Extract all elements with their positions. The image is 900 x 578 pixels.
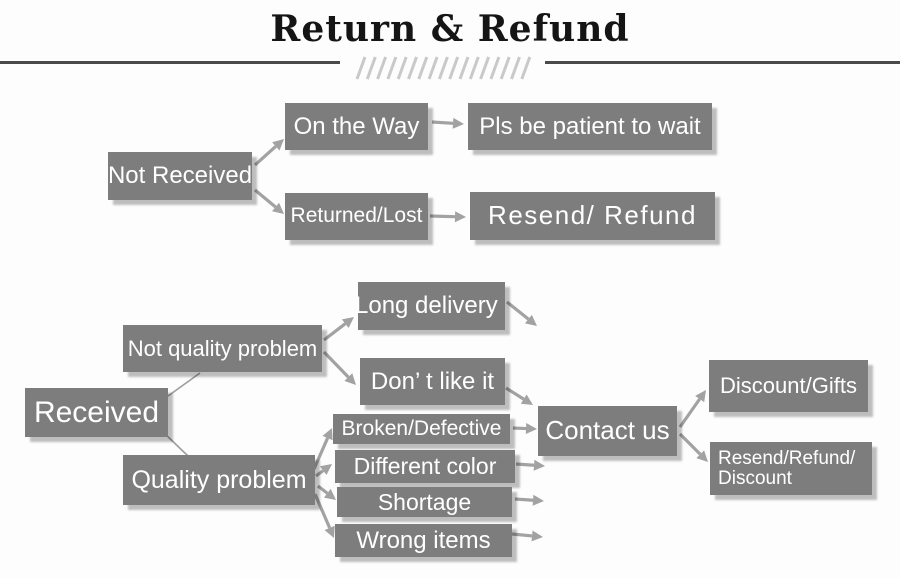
edge-quality_problem-wrong_items <box>313 493 332 529</box>
node-resend-refund: Resend/ Refund <box>470 192 715 240</box>
edge-quality_problem-shortage-head <box>323 488 336 500</box>
edge-on_the_way-pls_be_patient-head <box>452 117 464 129</box>
title-rule-right <box>545 61 900 64</box>
node-dont-like-it: Don’ t like it <box>360 358 505 405</box>
edge-broken_defective-contact_us <box>512 426 527 431</box>
edge-received-not_quality_problem <box>167 372 201 397</box>
node-resend-refund-discount-line2: Discount <box>718 467 792 489</box>
edge-quality_problem-broken_defective <box>312 437 330 470</box>
edge-not_received-on_the_way <box>253 145 277 167</box>
node-different-color: Different color <box>335 450 515 483</box>
edge-dont_like_it-contact_us <box>505 386 525 401</box>
edge-long_delivery-out-head <box>524 314 537 326</box>
edge-on_the_way-pls_be_patient <box>431 120 454 125</box>
node-quality-problem: Quality problem <box>123 455 315 505</box>
node-pls-be-patient: Pls be patient to wait <box>468 103 712 150</box>
edge-dont_like_it-contact_us-head <box>520 394 533 405</box>
node-on-the-way: On the Way <box>285 103 428 150</box>
edge-quality_problem-broken_defective-head <box>322 428 333 441</box>
edge-different_color-out-head <box>533 459 545 471</box>
edge-broken_defective-contact_us-head <box>525 423 537 435</box>
edge-quality_problem-different_color <box>315 469 325 478</box>
node-resend-refund-discount-line1: Resend/Refund/ <box>718 447 856 469</box>
node-returned-lost: Returned/Lost <box>285 193 428 240</box>
edge-returned_lost-resend_refund <box>429 214 456 219</box>
node-wrong-items: Wrong items <box>335 524 512 557</box>
edge-contact_us-resend_refund_discount <box>678 432 702 456</box>
edge-long_delivery-out <box>506 300 530 321</box>
edge-not_quality_problem-dont_like_it <box>322 350 350 379</box>
edge-wrong_items-out <box>511 532 533 538</box>
title-slashes <box>355 56 532 80</box>
edge-contact_us-resend_refund_discount-head <box>696 450 708 462</box>
edge-not_received-returned_lost-head <box>272 202 284 214</box>
edge-returned_lost-resend_refund-head <box>454 211 466 223</box>
edge-not_quality_problem-dont_like_it-head <box>344 373 356 385</box>
edge-shortage-out-head <box>532 494 544 506</box>
title-rule-left <box>0 61 340 64</box>
page-title: Return & Refund <box>270 8 630 50</box>
node-broken-defective: Broken/Defective <box>333 414 510 444</box>
edge-shortage-out <box>514 497 534 502</box>
edge-quality_problem-different_color-head <box>319 464 332 475</box>
edge-quality_problem-shortage <box>317 484 329 495</box>
node-contact-us: Contact us <box>538 406 677 456</box>
edge-contact_us-discount_gifts <box>678 398 701 428</box>
node-shortage: Shortage <box>337 487 512 517</box>
edge-contact_us-discount_gifts-head <box>695 390 706 403</box>
node-not-quality-problem: Not quality problem <box>123 325 322 372</box>
node-not-received: Not Received <box>108 152 252 200</box>
edge-not_received-on_the_way-head <box>272 139 284 151</box>
node-discount-gifts: Discount/Gifts <box>709 360 868 412</box>
edge-quality_problem-wrong_items-head <box>324 525 335 538</box>
edge-wrong_items-out-head <box>531 530 543 542</box>
node-resend-refund-discount: Resend/Refund/ Discount <box>710 442 872 495</box>
edge-not_quality_problem-long_delivery-head <box>341 317 354 329</box>
node-long-delivery: Long delivery <box>355 282 505 330</box>
edge-not_received-returned_lost <box>253 188 277 209</box>
node-received: Received <box>25 388 168 437</box>
edge-different_color-out <box>515 462 535 467</box>
edge-not_quality_problem-long_delivery <box>323 322 347 342</box>
